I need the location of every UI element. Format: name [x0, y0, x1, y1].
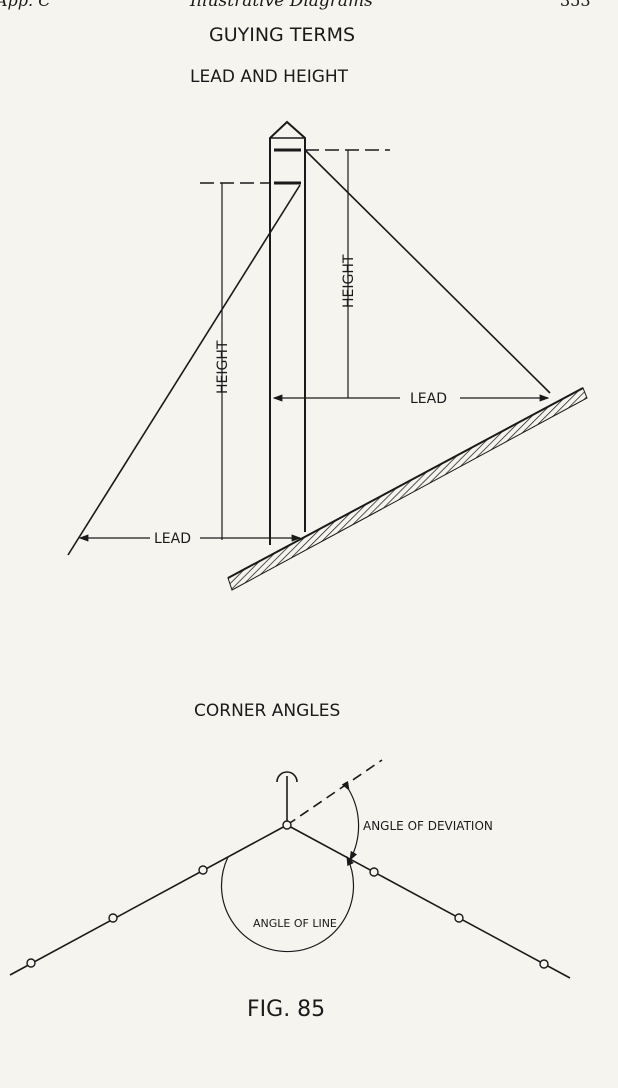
- lead-label-right: LEAD: [410, 391, 447, 407]
- header-center: Illustrative Diagrams: [190, 0, 373, 11]
- header-right: 353: [560, 0, 591, 10]
- ground: [227, 387, 588, 591]
- height-label-left: HEIGHT: [215, 340, 231, 394]
- angle-of-line-label: ANGLE OF LINE: [253, 917, 337, 930]
- lead-label-left: LEAD: [154, 531, 191, 547]
- page-title: GUYING TERMS: [209, 24, 356, 46]
- section-title-corner-angles: CORNER ANGLES: [194, 701, 341, 721]
- section-title-lead-height: LEAD AND HEIGHT: [190, 67, 349, 87]
- right-guy-wire: [304, 149, 551, 394]
- corner-angles-diagram: [9, 759, 571, 979]
- pole: [269, 120, 306, 545]
- height-label-right: HEIGHT: [341, 254, 357, 308]
- header-left: App. C: [0, 0, 51, 10]
- left-guy-wire: [67, 184, 301, 556]
- angle-of-deviation-label: ANGLE OF DEVIATION: [363, 819, 493, 833]
- figure-caption: FIG. 85: [247, 997, 326, 1022]
